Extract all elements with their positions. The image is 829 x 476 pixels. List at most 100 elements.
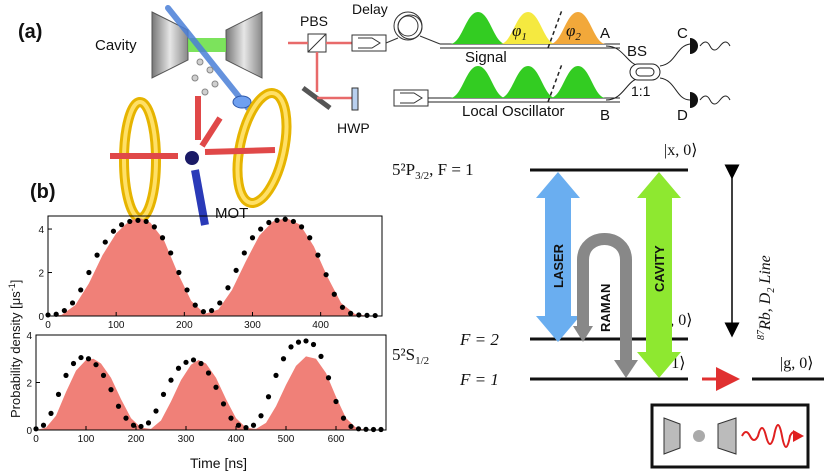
- data-point: [228, 415, 234, 421]
- signal-pulses: [440, 9, 620, 49]
- right-coil: [232, 88, 292, 208]
- x-tick-label: 600: [328, 434, 345, 445]
- fiber-delay-coil: [385, 11, 441, 45]
- signal-coupler: [351, 34, 387, 52]
- data-point: [325, 375, 332, 381]
- cavity-mirrors: [151, 11, 263, 79]
- data-point: [115, 403, 122, 409]
- detector-c: [690, 38, 731, 54]
- cavity-label: Cavity: [95, 37, 137, 54]
- data-point: [63, 372, 69, 378]
- detector-d: [690, 92, 731, 108]
- p32-label: 5²P3/2, F = 1: [392, 160, 474, 182]
- data-point: [93, 362, 99, 368]
- data-point: [333, 398, 339, 405]
- data-point: [355, 426, 362, 432]
- y-tick-label: 2: [26, 379, 32, 390]
- data-point: [340, 415, 347, 421]
- data-point: [339, 304, 346, 310]
- data-point: [138, 423, 144, 430]
- data-point: [241, 250, 247, 256]
- port-c-label: C: [677, 25, 688, 42]
- raman-arrow: [573, 233, 638, 378]
- data-point: [265, 394, 272, 400]
- data-point: [159, 235, 166, 241]
- data-point: [213, 384, 219, 390]
- x-tick-label: 400: [228, 434, 245, 445]
- data-point: [282, 216, 288, 222]
- bs-ratio-label: 1:1: [631, 83, 651, 99]
- data-point: [233, 267, 239, 273]
- data-point: [208, 307, 215, 314]
- data-point: [100, 372, 107, 378]
- beam-splitter: [605, 43, 691, 101]
- data-point: [288, 344, 294, 350]
- laser-label: LASER: [551, 243, 566, 288]
- x-tick-label: 300: [178, 434, 195, 445]
- data-point: [280, 356, 287, 362]
- data-point: [200, 309, 207, 315]
- lo-mirror: [301, 85, 332, 111]
- port-d-label: D: [677, 107, 688, 124]
- data-point: [168, 250, 174, 256]
- data-point: [94, 252, 100, 258]
- f1-label: F = 1: [459, 370, 499, 389]
- s12-label: 5²S1/2: [392, 345, 429, 367]
- data-point: [225, 285, 231, 291]
- hwp-plate: [351, 87, 359, 111]
- lo-coupler: [393, 89, 429, 107]
- phi2-label: φ2: [566, 21, 581, 43]
- x-tick-label: 200: [128, 434, 145, 445]
- data-point: [318, 353, 324, 359]
- data-point: [135, 217, 141, 223]
- data-point: [176, 269, 182, 276]
- lo-pulses: [428, 63, 620, 103]
- data-point: [356, 312, 362, 318]
- phi1-label: φ1: [512, 21, 527, 43]
- fit-area: [36, 356, 386, 430]
- data-point: [298, 224, 305, 230]
- port-a-label: A: [600, 25, 610, 42]
- data-point: [145, 420, 152, 426]
- data-point: [55, 391, 62, 397]
- data-point: [48, 410, 54, 416]
- x-axis-label: Time [ns]: [190, 455, 247, 471]
- data-point: [190, 357, 197, 363]
- data-point: [290, 218, 296, 225]
- data-point: [119, 222, 125, 228]
- data-point: [85, 356, 92, 362]
- port-b-label: B: [600, 107, 610, 124]
- data-point: [243, 425, 249, 431]
- cavity-label-level: CAVITY: [652, 245, 667, 292]
- delay-label: Delay: [352, 1, 388, 17]
- data-point: [108, 387, 114, 393]
- hwp-label: HWP: [337, 120, 370, 136]
- data-point: [198, 360, 204, 367]
- data-point: [184, 287, 190, 293]
- data-point: [192, 302, 198, 308]
- data-point: [220, 401, 227, 407]
- data-point: [364, 312, 370, 318]
- data-point: [295, 339, 302, 345]
- data-point: [273, 372, 279, 378]
- data-point: [205, 370, 212, 376]
- f2-label: F = 2: [459, 330, 499, 349]
- y-tick-label: 2: [38, 269, 44, 280]
- state-g0: |g, 0⟩: [780, 355, 813, 372]
- raman-label: RAMAN: [598, 284, 613, 332]
- x-tick-label: 400: [312, 320, 329, 331]
- data-point: [70, 360, 77, 367]
- state-x0: |x, 0⟩: [664, 142, 697, 159]
- data-point: [78, 354, 84, 361]
- data-point: [258, 413, 264, 419]
- x-tick-label: 500: [278, 434, 295, 445]
- panel-b-label: (b): [30, 181, 56, 203]
- plot-frame: [47, 215, 383, 317]
- y-tick-label: 4: [26, 331, 32, 342]
- data-point: [143, 218, 149, 225]
- data-point: [303, 338, 309, 344]
